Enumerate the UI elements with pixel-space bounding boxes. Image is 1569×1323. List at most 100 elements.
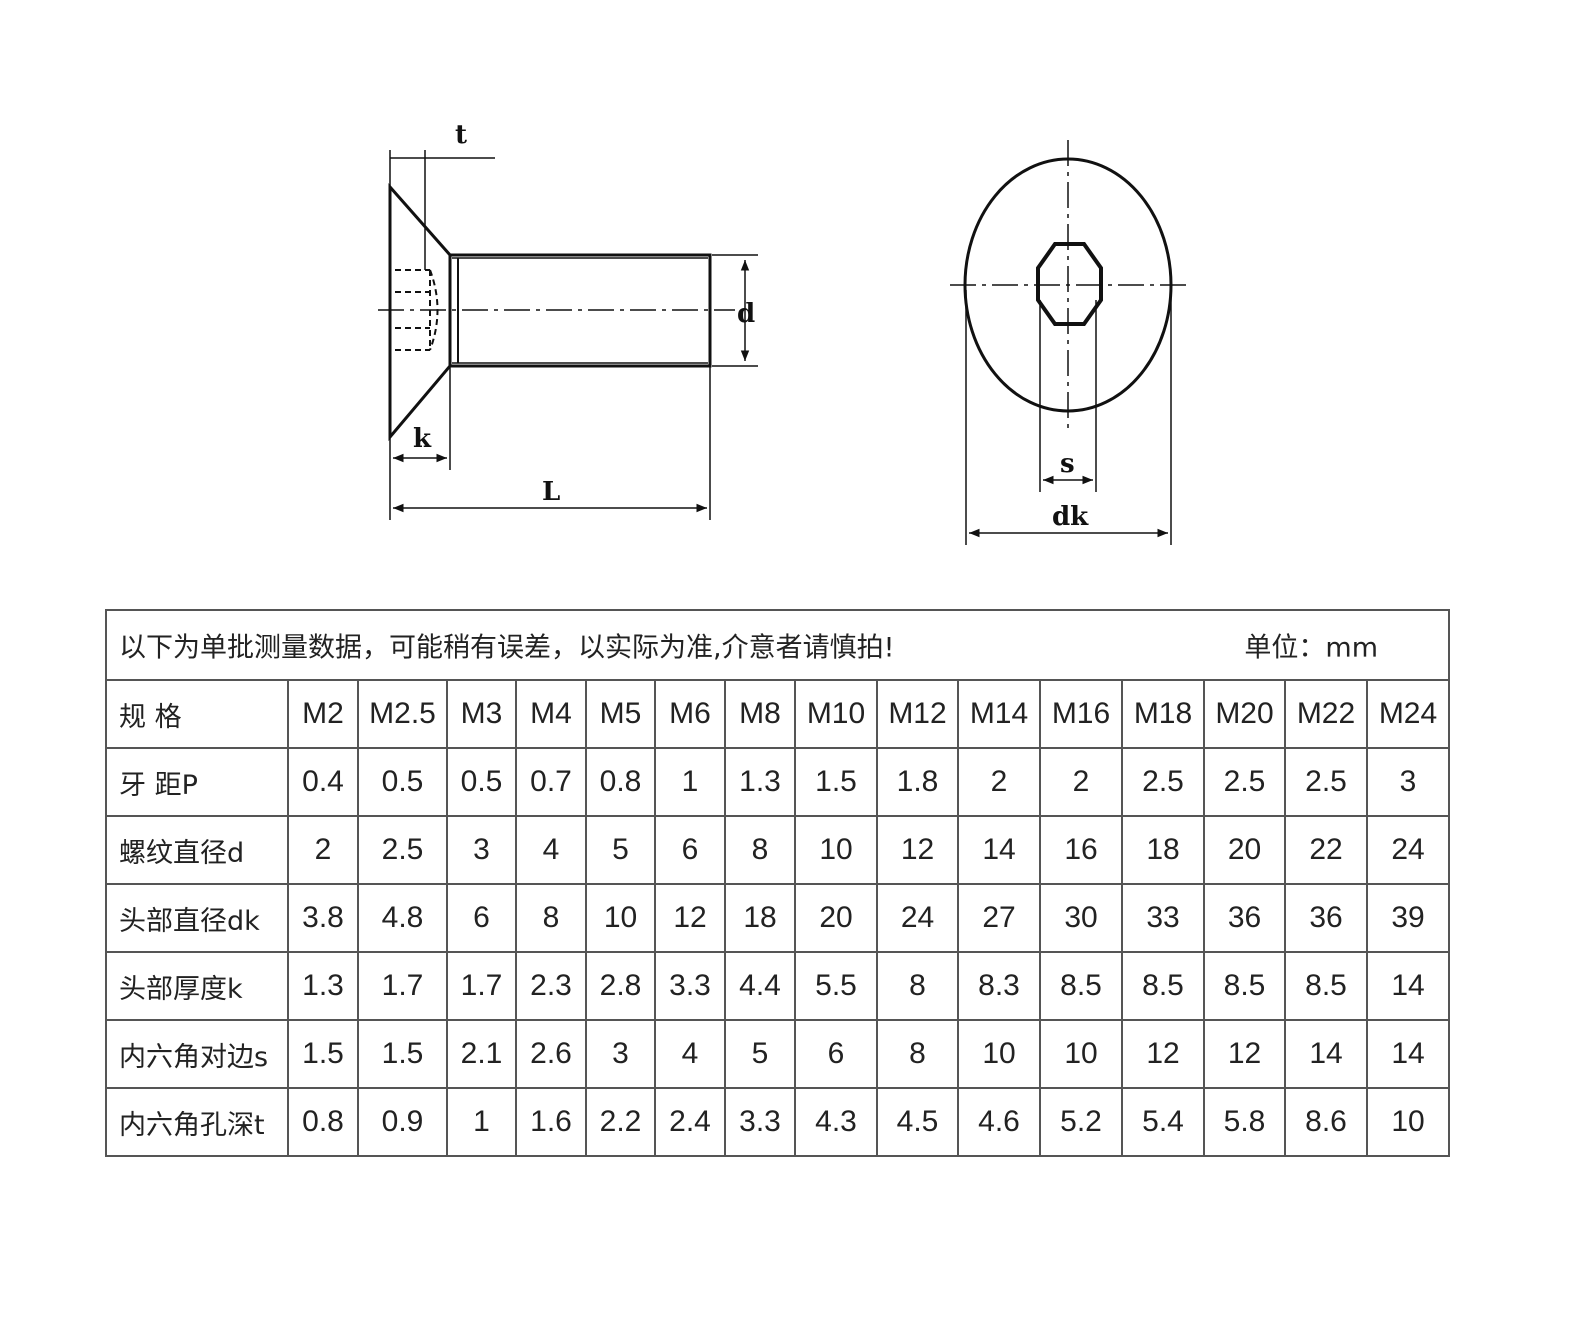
table-cell: 33	[1121, 883, 1205, 953]
top-view	[950, 140, 1190, 545]
table-cell: 1.6	[515, 1087, 587, 1157]
row-label: 头部直径dk	[105, 883, 289, 953]
size-header-label: 规 格	[105, 679, 289, 749]
table-cell: 18	[724, 883, 796, 953]
table-cell: 36	[1284, 883, 1368, 953]
size-header-cell: M2.5	[357, 679, 448, 749]
table-cell: 8	[876, 1019, 959, 1089]
table-cell: 5.4	[1121, 1087, 1205, 1157]
table-cell: 14	[1366, 1019, 1450, 1089]
note-row: 以下为单批测量数据，可能稍有误差，以实际为准,介意者请慎拍! 单位：mm	[105, 609, 1450, 681]
size-header-cell: M22	[1284, 679, 1368, 749]
table-cell: 3.3	[724, 1087, 796, 1157]
table-cell: 8.5	[1039, 951, 1123, 1021]
table-cell: 1.5	[287, 1019, 359, 1089]
table-cell: 2.5	[1121, 747, 1205, 817]
size-header-cell: M24	[1366, 679, 1450, 749]
screw-technical-drawing: t d k L s dk	[378, 120, 1190, 545]
table-cell: 20	[1203, 815, 1286, 885]
table-cell: 8.5	[1121, 951, 1205, 1021]
size-header-cell: M12	[876, 679, 959, 749]
table-cell: 1.3	[287, 951, 359, 1021]
dimension-label-d: d	[737, 299, 755, 329]
hex-socket	[1036, 242, 1103, 326]
table-cell: 0.8	[585, 747, 656, 817]
table-cell: 4.5	[876, 1087, 959, 1157]
table-cell: 1	[654, 747, 726, 817]
size-header-cell: M5	[585, 679, 656, 749]
table-cell: 39	[1366, 883, 1450, 953]
table-cell: 24	[1366, 815, 1450, 885]
table-cell: 3	[585, 1019, 656, 1089]
table-cell: 14	[1284, 1019, 1368, 1089]
screw-head-outline	[388, 183, 452, 442]
table-cell: 30	[1039, 883, 1123, 953]
side-view	[378, 150, 758, 520]
table-cell: 10	[1366, 1087, 1450, 1157]
table-cell: 8.5	[1203, 951, 1286, 1021]
table-cell: 0.8	[287, 1087, 359, 1157]
unit-label: 单位：mm	[1244, 632, 1378, 664]
table-cell: 14	[957, 815, 1041, 885]
table-cell: 6	[654, 815, 726, 885]
table-cell: 12	[1203, 1019, 1286, 1089]
dimension-label-dk: dk	[1052, 502, 1089, 532]
table-cell: 2.4	[654, 1087, 726, 1157]
note-cell: 以下为单批测量数据，可能稍有误差，以实际为准,介意者请慎拍! 单位：mm	[105, 609, 1450, 681]
table-cell: 2.3	[515, 951, 587, 1021]
table-cell: 2.2	[585, 1087, 656, 1157]
table-cell: 12	[654, 883, 726, 953]
table-cell: 8.6	[1284, 1087, 1368, 1157]
table-cell: 2	[1039, 747, 1123, 817]
table-cell: 0.7	[515, 747, 587, 817]
table-cell: 5.8	[1203, 1087, 1286, 1157]
table-cell: 4	[515, 815, 587, 885]
table-cell: 1.3	[724, 747, 796, 817]
table-cell: 2.5	[1203, 747, 1286, 817]
table-cell: 8	[515, 883, 587, 953]
table-cell: 12	[876, 815, 959, 885]
table-cell: 4.8	[357, 883, 448, 953]
table-cell: 2.6	[515, 1019, 587, 1089]
table-cell: 10	[585, 883, 656, 953]
size-header-cell: M8	[724, 679, 796, 749]
table-cell: 2.8	[585, 951, 656, 1021]
dimension-label-t: t	[455, 120, 467, 150]
table-cell: 1.5	[357, 1019, 448, 1089]
table-cell: 3.8	[287, 883, 359, 953]
size-header-cell: M18	[1121, 679, 1205, 749]
table-cell: 0.4	[287, 747, 359, 817]
table-cell: 1.7	[446, 951, 517, 1021]
table-cell: 6	[446, 883, 517, 953]
table-cell: 8	[876, 951, 959, 1021]
table-cell: 2	[287, 815, 359, 885]
table-cell: 14	[1366, 951, 1450, 1021]
table-cell: 12	[1121, 1019, 1205, 1089]
spec-table: 以下为单批测量数据，可能稍有误差，以实际为准,介意者请慎拍! 单位：mm 规 格…	[105, 609, 1450, 1157]
table-cell: 1.5	[794, 747, 878, 817]
table-cell: 36	[1203, 883, 1286, 953]
table-cell: 5	[724, 1019, 796, 1089]
table-cell: 4.3	[794, 1087, 878, 1157]
table-cell: 27	[957, 883, 1041, 953]
table-cell: 5.2	[1039, 1087, 1123, 1157]
table-cell: 18	[1121, 815, 1205, 885]
table-cell: 4.4	[724, 951, 796, 1021]
table-cell: 0.5	[446, 747, 517, 817]
row-label: 牙 距P	[105, 747, 289, 817]
table-cell: 8.5	[1284, 951, 1368, 1021]
table-cell: 10	[794, 815, 878, 885]
table-cell: 2.1	[446, 1019, 517, 1089]
table-cell: 24	[876, 883, 959, 953]
size-header-cell: M20	[1203, 679, 1286, 749]
size-header-cell: M14	[957, 679, 1041, 749]
table-cell: 22	[1284, 815, 1368, 885]
table-cell: 2.5	[1284, 747, 1368, 817]
table-cell: 6	[794, 1019, 878, 1089]
table-cell: 8	[724, 815, 796, 885]
size-header-cell: M16	[1039, 679, 1123, 749]
